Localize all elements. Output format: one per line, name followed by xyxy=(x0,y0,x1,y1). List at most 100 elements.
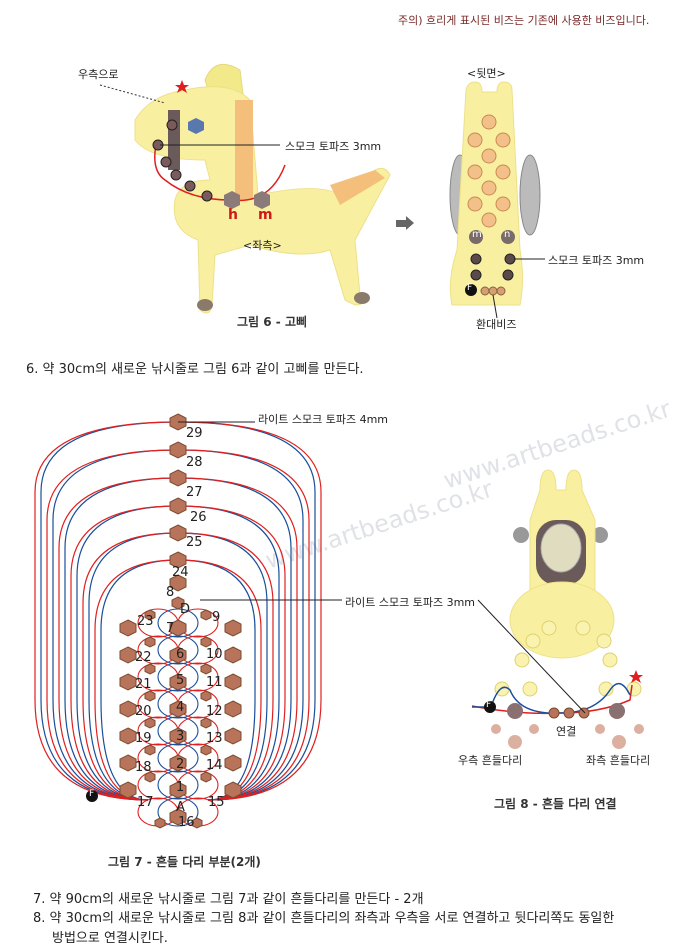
bead xyxy=(169,524,187,542)
bead-number: 27 xyxy=(186,485,203,500)
bead xyxy=(119,646,137,664)
bead-number: 2 xyxy=(176,757,185,772)
note-text: 주의) 흐리게 표시된 비즈는 기존에 사용한 비즈입니다. xyxy=(398,14,650,27)
bead-number: 11 xyxy=(206,675,223,690)
bead xyxy=(154,817,166,829)
bead xyxy=(224,754,242,772)
bead xyxy=(224,619,242,637)
bead-number: 12 xyxy=(206,704,223,719)
bead-number: 3 xyxy=(176,729,185,744)
bead xyxy=(144,744,156,756)
back-marker-m: m xyxy=(472,229,482,240)
bead xyxy=(169,497,187,515)
bead-number: 26 xyxy=(190,510,207,525)
light-smoke-topaz-3mm-label: 라이트 스모크 토파즈 3mm xyxy=(345,596,475,609)
bead xyxy=(224,646,242,664)
to-right-label: 우측으로 xyxy=(78,68,119,81)
bead xyxy=(144,636,156,648)
step-7: 7. 약 90cm의 새로운 낚시줄로 그림 7과 같이 흔들다리를 만든다 -… xyxy=(33,892,424,907)
bead-number: 7 xyxy=(166,621,175,636)
bead xyxy=(169,469,187,487)
bead xyxy=(171,596,185,610)
horse-back-view xyxy=(449,81,545,319)
bead xyxy=(200,771,212,783)
bead-number: 8 xyxy=(166,585,175,600)
bead-number: 10 xyxy=(206,647,223,662)
figure-6-caption: 그림 6 - 고삐 xyxy=(237,315,308,329)
step-8: 8. 약 30cm의 새로운 낚시줄로 그림 8과 같이 흔들다리의 좌측과 우… xyxy=(33,911,615,926)
bead-number: 5 xyxy=(176,673,185,688)
bead xyxy=(169,727,187,745)
bead-number: 29 xyxy=(186,426,203,441)
bead-number: 18 xyxy=(135,760,152,775)
end-marker-f: F xyxy=(467,283,473,293)
bead-number: 13 xyxy=(206,731,223,746)
bead xyxy=(119,781,137,799)
bead-number: 16 xyxy=(178,815,195,830)
bead-number: 22 xyxy=(135,650,152,665)
bead-number: 15 xyxy=(208,795,225,810)
bead xyxy=(169,754,187,772)
bead xyxy=(169,551,187,569)
bead xyxy=(200,717,212,729)
bead xyxy=(224,727,242,745)
bead-number: 23 xyxy=(137,614,154,629)
fig8-end-marker-f: F xyxy=(486,700,492,710)
ring-bead-label: 환대비즈 xyxy=(476,318,517,331)
figure-8-caption: 그림 8 - 흔들 다리 연결 xyxy=(494,797,617,811)
bead xyxy=(144,690,156,702)
fig7-end-marker-f: F xyxy=(89,789,95,799)
bead-number: 25 xyxy=(186,535,203,550)
bead xyxy=(169,619,187,637)
bead xyxy=(169,808,187,826)
bead xyxy=(119,727,137,745)
right-leg-label: 우측 흔들다리 xyxy=(458,754,523,767)
horse-side-view xyxy=(99,63,391,314)
bead xyxy=(224,700,242,718)
arrow-icon xyxy=(396,216,414,230)
bead xyxy=(169,673,187,691)
bead xyxy=(144,771,156,783)
step-6: 6. 약 30cm의 새로운 낚시줄로 그림 6과 같이 고삐를 만든다. xyxy=(26,362,364,377)
bead-number: 6 xyxy=(176,647,185,662)
bead xyxy=(200,690,212,702)
back-smoke-topaz-label: 스모크 토파즈 3mm xyxy=(548,254,645,267)
bead xyxy=(119,754,137,772)
bead-number: 14 xyxy=(206,758,223,773)
bead xyxy=(169,700,187,718)
bead xyxy=(224,781,242,799)
bead-number: 17 xyxy=(137,795,154,810)
marker-h: h xyxy=(228,207,238,223)
star-icon xyxy=(629,670,643,683)
bead xyxy=(144,609,156,621)
bead xyxy=(200,663,212,675)
bead xyxy=(169,646,187,664)
bead xyxy=(200,609,212,621)
bead xyxy=(144,663,156,675)
bead xyxy=(119,673,137,691)
bead-number: 19 xyxy=(135,731,152,746)
bead-number: D xyxy=(180,602,191,617)
left-leg-label: 좌측 흔들다리 xyxy=(586,754,651,767)
bead-number: 9 xyxy=(212,610,221,625)
bead xyxy=(169,781,187,799)
bead xyxy=(144,717,156,729)
bead-number: 21 xyxy=(135,677,152,692)
marker-m: m xyxy=(258,207,273,223)
back-marker-n: n xyxy=(504,229,511,240)
step-8-continued: 방법으로 연결시킨다. xyxy=(52,931,168,946)
bead xyxy=(119,700,137,718)
smoke-topaz-label: 스모크 토파즈 3mm xyxy=(285,140,382,153)
bead xyxy=(200,744,212,756)
bead-number: A xyxy=(176,800,185,815)
bead-number: 20 xyxy=(135,704,152,719)
bead-number: 28 xyxy=(186,455,203,470)
back-view-label: <뒷면> xyxy=(467,67,506,80)
bead-number: 4 xyxy=(176,700,185,715)
left-side-label: <좌측> xyxy=(243,239,282,252)
bead xyxy=(200,636,212,648)
bead xyxy=(169,574,187,592)
bead-number: 24 xyxy=(172,565,189,580)
